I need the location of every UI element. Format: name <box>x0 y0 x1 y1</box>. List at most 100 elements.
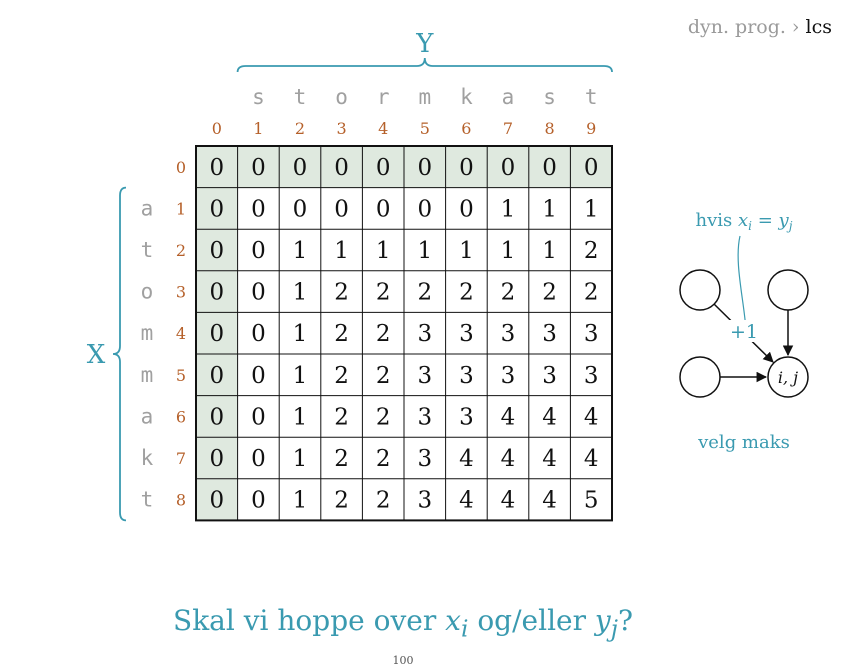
dp-cell: 0 <box>542 155 557 181</box>
dp-cell: 0 <box>376 155 391 181</box>
col-index: 0 <box>212 119 222 138</box>
dp-cell: 3 <box>417 488 432 514</box>
dp-cell: 0 <box>251 280 266 306</box>
dp-cell: 1 <box>501 196 516 222</box>
x-char: m <box>141 321 154 345</box>
dp-cell: 0 <box>209 363 224 389</box>
table-border <box>195 145 613 522</box>
breadcrumb-section[interactable]: dyn. prog. <box>687 16 786 38</box>
dp-cell: 2 <box>376 321 391 347</box>
row-index: 2 <box>176 241 186 260</box>
y-label: Y <box>415 29 434 59</box>
dp-cell: 2 <box>334 488 349 514</box>
col-index: 4 <box>378 119 388 138</box>
dp-cell: 3 <box>584 321 599 347</box>
dp-cell: 2 <box>334 280 349 306</box>
dp-cell: 3 <box>459 404 474 430</box>
footer-question: Skal vi hoppe over xi og/eller yj? <box>173 604 633 643</box>
dp-cell: 0 <box>251 238 266 264</box>
dp-cell: 1 <box>417 238 432 264</box>
dp-cell: 3 <box>417 363 432 389</box>
x-char: a <box>141 404 154 428</box>
row-index: 8 <box>176 491 186 510</box>
breadcrumb: dyn. prog.›lcs <box>688 16 832 38</box>
dp-cell: 0 <box>459 196 474 222</box>
dp-cell: 1 <box>293 238 308 264</box>
dp-cell: 4 <box>501 404 516 430</box>
dp-cell: 0 <box>501 155 516 181</box>
dp-cell: 0 <box>293 196 308 222</box>
x-char: a <box>141 196 154 220</box>
dp-cell: 1 <box>376 238 391 264</box>
y-char: k <box>460 85 473 109</box>
dp-cell: 2 <box>376 488 391 514</box>
dp-cell: 1 <box>334 238 349 264</box>
row-index: 4 <box>176 324 186 343</box>
dp-cell: 2 <box>334 363 349 389</box>
x-char: m <box>141 363 154 387</box>
dp-cell: 4 <box>542 488 557 514</box>
increment-label: +1 <box>730 321 758 343</box>
dp-cell: 0 <box>293 155 308 181</box>
dp-cell: 0 <box>334 196 349 222</box>
dp-cell: 0 <box>209 446 224 472</box>
dp-cell: 2 <box>501 280 516 306</box>
row-index: 7 <box>176 449 186 468</box>
col-index: 2 <box>295 119 305 138</box>
y-char: r <box>377 85 390 109</box>
row-index: 0 <box>176 158 186 177</box>
x-char: k <box>141 446 154 470</box>
dp-cell: 1 <box>293 363 308 389</box>
x-brace <box>112 186 127 522</box>
col-index: 7 <box>503 119 513 138</box>
node-target-label: i, j <box>778 368 798 387</box>
dp-cell: 3 <box>584 363 599 389</box>
dp-cell: 2 <box>584 280 599 306</box>
dp-cell: 1 <box>542 196 557 222</box>
dp-cell: 2 <box>334 446 349 472</box>
row-index: 6 <box>176 407 186 426</box>
recurrence-condition: hvis xi = yj <box>696 210 793 233</box>
dp-cell: 0 <box>209 488 224 514</box>
dp-cell: 4 <box>584 404 599 430</box>
shaded-col-zero <box>196 146 238 521</box>
dp-cell: 0 <box>334 155 349 181</box>
dp-cell: 2 <box>376 404 391 430</box>
breadcrumb-separator: › <box>791 16 800 38</box>
dp-cell: 3 <box>542 363 557 389</box>
dp-cell: 0 <box>251 488 266 514</box>
dp-cell: 1 <box>293 321 308 347</box>
y-char: t <box>585 85 598 109</box>
dp-cell: 3 <box>459 363 474 389</box>
dp-cell: 1 <box>584 196 599 222</box>
y-brace <box>236 57 613 73</box>
dp-cell: 2 <box>376 363 391 389</box>
y-char: s <box>543 85 556 109</box>
dp-cell: 4 <box>501 446 516 472</box>
dp-cell: 0 <box>376 196 391 222</box>
y-char: t <box>294 85 307 109</box>
dp-cell: 1 <box>293 446 308 472</box>
dp-cell: 3 <box>417 446 432 472</box>
dp-cell: 3 <box>417 321 432 347</box>
dp-cell: 0 <box>209 196 224 222</box>
col-index: 1 <box>253 119 263 138</box>
dp-cell: 2 <box>542 280 557 306</box>
dp-cell: 1 <box>293 404 308 430</box>
y-char: o <box>335 85 348 109</box>
dp-cell: 3 <box>501 363 516 389</box>
dp-cell: 0 <box>459 155 474 181</box>
x-char: t <box>141 238 154 262</box>
x-label: X <box>87 340 106 370</box>
dp-cell: 1 <box>542 238 557 264</box>
row-index: 3 <box>176 283 186 302</box>
dp-cell: 4 <box>542 404 557 430</box>
col-index: 6 <box>461 119 471 138</box>
dp-cell: 5 <box>584 488 599 514</box>
dp-cell: 0 <box>209 238 224 264</box>
dp-cell: 4 <box>459 446 474 472</box>
dp-cell: 4 <box>459 488 474 514</box>
max-label: velg maks <box>697 432 790 453</box>
col-index: 8 <box>545 119 555 138</box>
